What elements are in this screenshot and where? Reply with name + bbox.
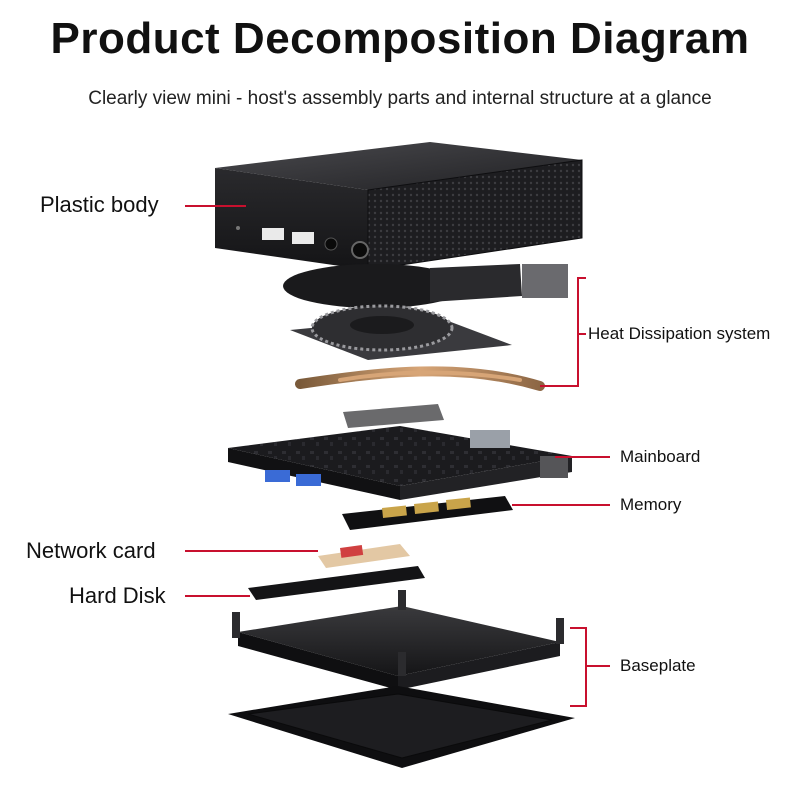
usb3-port-icon [265,470,290,482]
ssd-image [248,566,425,600]
usb-port-icon [262,228,284,240]
leader-heat-top [540,277,586,387]
leader-baseplate [570,627,587,707]
usb-port-icon [292,232,314,244]
label-network-card: Network card [26,538,156,563]
page-subtitle: Clearly view mini - host's assembly part… [88,88,712,109]
network-card-image [318,544,410,568]
rubber-base-image [228,686,575,768]
memory-module-image [342,496,513,530]
label-memory: Memory [620,495,682,514]
heat-dissipation-image [283,264,568,391]
leader-lines [185,205,610,707]
cpu-heat-pad-image [343,404,444,428]
label-baseplate: Baseplate [620,656,696,675]
label-plastic-body: Plastic body [40,192,159,217]
heatsink-fins-image [522,264,568,298]
label-mainboard: Mainboard [620,447,701,466]
mini-pc-body-image [215,142,583,271]
mainboard-image [228,426,572,500]
page-title: Product Decomposition Diagram [50,14,750,63]
baseplate-image [232,590,564,690]
label-heat-dissipation: Heat Dissipation system [588,324,771,343]
usb3-port-icon [296,474,321,486]
audio-jack-icon [324,237,338,251]
power-button-icon [351,241,369,259]
label-hard-disk: Hard Disk [69,583,166,608]
